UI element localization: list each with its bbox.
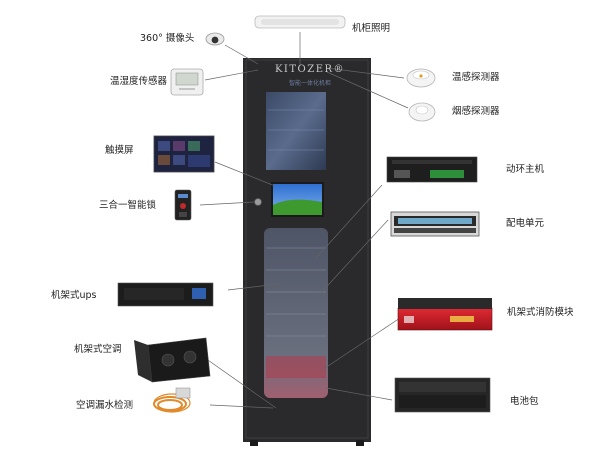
pdu-device xyxy=(390,211,480,237)
label-light: 机柜照明 xyxy=(352,23,391,34)
label-ac: 机架式空调 xyxy=(74,344,122,355)
cabinet-foot-right xyxy=(356,440,364,446)
ac-device xyxy=(134,337,211,383)
battery-device xyxy=(394,377,491,413)
label-humidity: 温湿度传感器 xyxy=(110,76,168,87)
lower-glass-panel xyxy=(264,228,328,398)
ups-device xyxy=(117,282,214,307)
upper-glass-panel xyxy=(266,92,326,170)
label-ups: 机架式ups xyxy=(51,290,97,301)
touchscreen-device xyxy=(153,135,215,173)
door-lock-icon xyxy=(254,198,262,206)
label-pdu: 配电单元 xyxy=(506,218,545,229)
camera-device xyxy=(205,32,225,46)
fire-module-device xyxy=(397,298,493,331)
label-smoke-detector: 烟感探测器 xyxy=(452,106,500,117)
leak-cable-device xyxy=(153,393,191,413)
label-temp-detector: 温感探测器 xyxy=(452,72,500,83)
label-monitor-host: 动环主机 xyxy=(506,164,545,175)
leader-lines xyxy=(199,32,409,409)
label-lock: 三合一智能锁 xyxy=(99,200,157,211)
cabinet-brand: KITOZER® xyxy=(274,64,346,75)
cabinet xyxy=(243,58,371,446)
label-leak: 空调漏水检测 xyxy=(76,400,134,411)
smoke-detector-device xyxy=(408,102,436,122)
label-touchscreen: 触摸屏 xyxy=(105,145,134,156)
cabinet-subtitle: 智能一体化机柜 xyxy=(288,80,331,87)
smart-lock-device xyxy=(174,189,192,221)
label-battery: 电池包 xyxy=(510,396,539,407)
cabinet-foot-left xyxy=(250,440,258,446)
light-bar-device xyxy=(254,15,346,29)
monitor-host-device xyxy=(386,156,478,183)
humidity-sensor-device xyxy=(170,68,204,96)
label-fire: 机架式消防模块 xyxy=(507,307,574,318)
label-camera: 360° 摄像头 xyxy=(140,33,195,44)
cabinet-frame xyxy=(245,59,369,439)
leak-sensor-box xyxy=(175,387,191,399)
temp-detector-device xyxy=(406,68,436,88)
